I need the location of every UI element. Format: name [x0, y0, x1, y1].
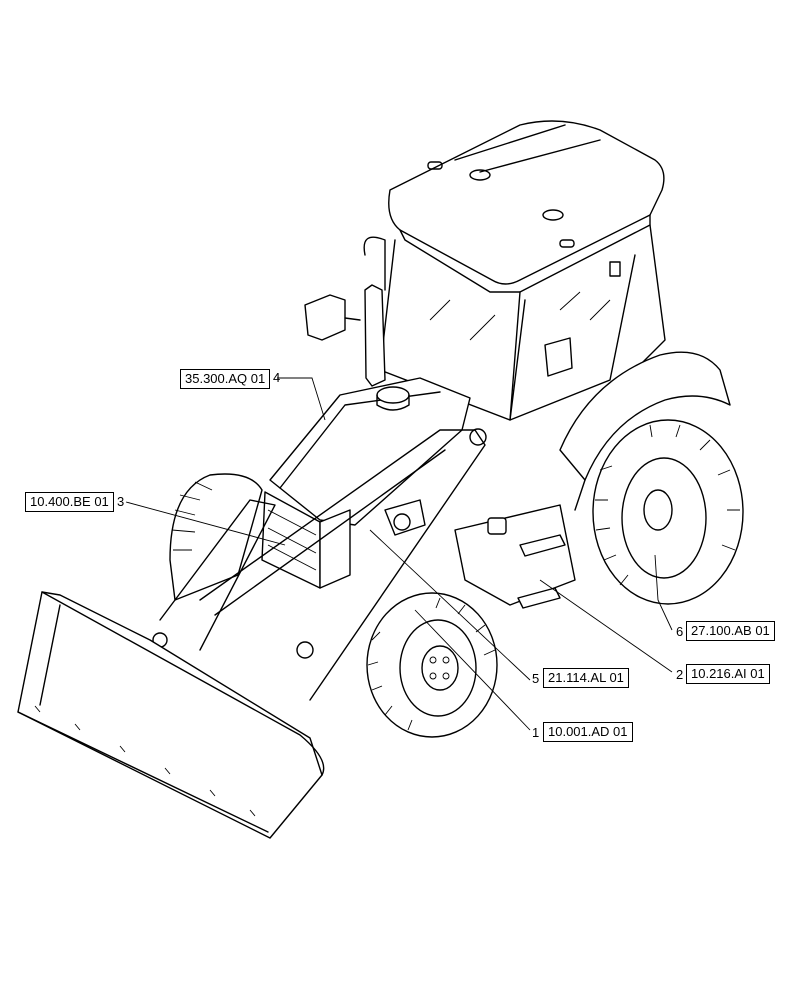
front-wheel-far [169, 473, 263, 601]
loader-arms [152, 428, 487, 701]
front-grille [261, 491, 351, 589]
leader-lines [125, 377, 673, 731]
loader-bucket [17, 591, 325, 839]
callout-ref-2[interactable]: 10.216.AI 01 [686, 664, 770, 684]
callout-num-2: 2 [676, 667, 684, 682]
cab-roof [388, 120, 665, 293]
callout-ref-3[interactable]: 10.400.BE 01 [25, 492, 114, 512]
callout-ref-6[interactable]: 27.100.AB 01 [686, 621, 775, 641]
callout-ref-5[interactable]: 21.114.AL 01 [543, 668, 629, 688]
callout-num-5: 5 [532, 671, 540, 686]
rear-fender [559, 351, 731, 511]
callout-num-1: 1 [532, 725, 540, 740]
front-wheel-near [366, 592, 498, 738]
callout-num-3: 3 [117, 494, 125, 509]
rear-wheel [592, 419, 744, 605]
callout-ref-1[interactable]: 10.001.AD 01 [543, 722, 633, 742]
exhaust-stack [363, 236, 386, 387]
side-mirror [304, 294, 361, 341]
side-steps [454, 504, 576, 609]
callout-num-6: 6 [676, 624, 684, 639]
callout-ref-4[interactable]: 35.300.AQ 01 [180, 369, 271, 389]
callout-num-4: 4 [273, 370, 281, 385]
